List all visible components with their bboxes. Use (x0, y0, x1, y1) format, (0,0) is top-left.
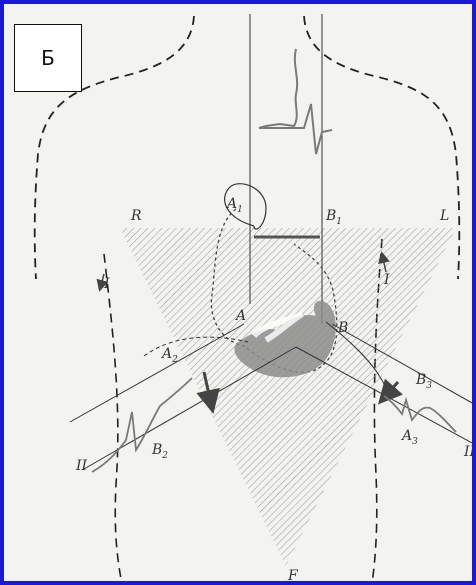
ecg-trace-lead-II (92, 378, 192, 472)
label-B2: B2 (151, 442, 168, 461)
ecg-trace-top (259, 49, 332, 154)
label-F: F (287, 568, 299, 584)
body-outline-waist-left (104, 254, 122, 584)
label-lead-I-left: I (103, 276, 110, 292)
label-A1: A1 (225, 196, 243, 215)
label-lead-III: III (463, 444, 476, 460)
label-lead-I-right: I (383, 272, 390, 288)
label-R: R (130, 208, 142, 224)
label-A3: A3 (400, 428, 418, 447)
label-A: A (234, 308, 246, 324)
label-L: L (439, 208, 449, 224)
label-lead-II: II (75, 458, 88, 474)
label-A2: A2 (160, 346, 178, 365)
panel-label: Б (14, 24, 82, 92)
label-B1: B1 (325, 208, 342, 227)
label-B3: B3 (415, 372, 432, 391)
label-B: B (337, 320, 348, 336)
